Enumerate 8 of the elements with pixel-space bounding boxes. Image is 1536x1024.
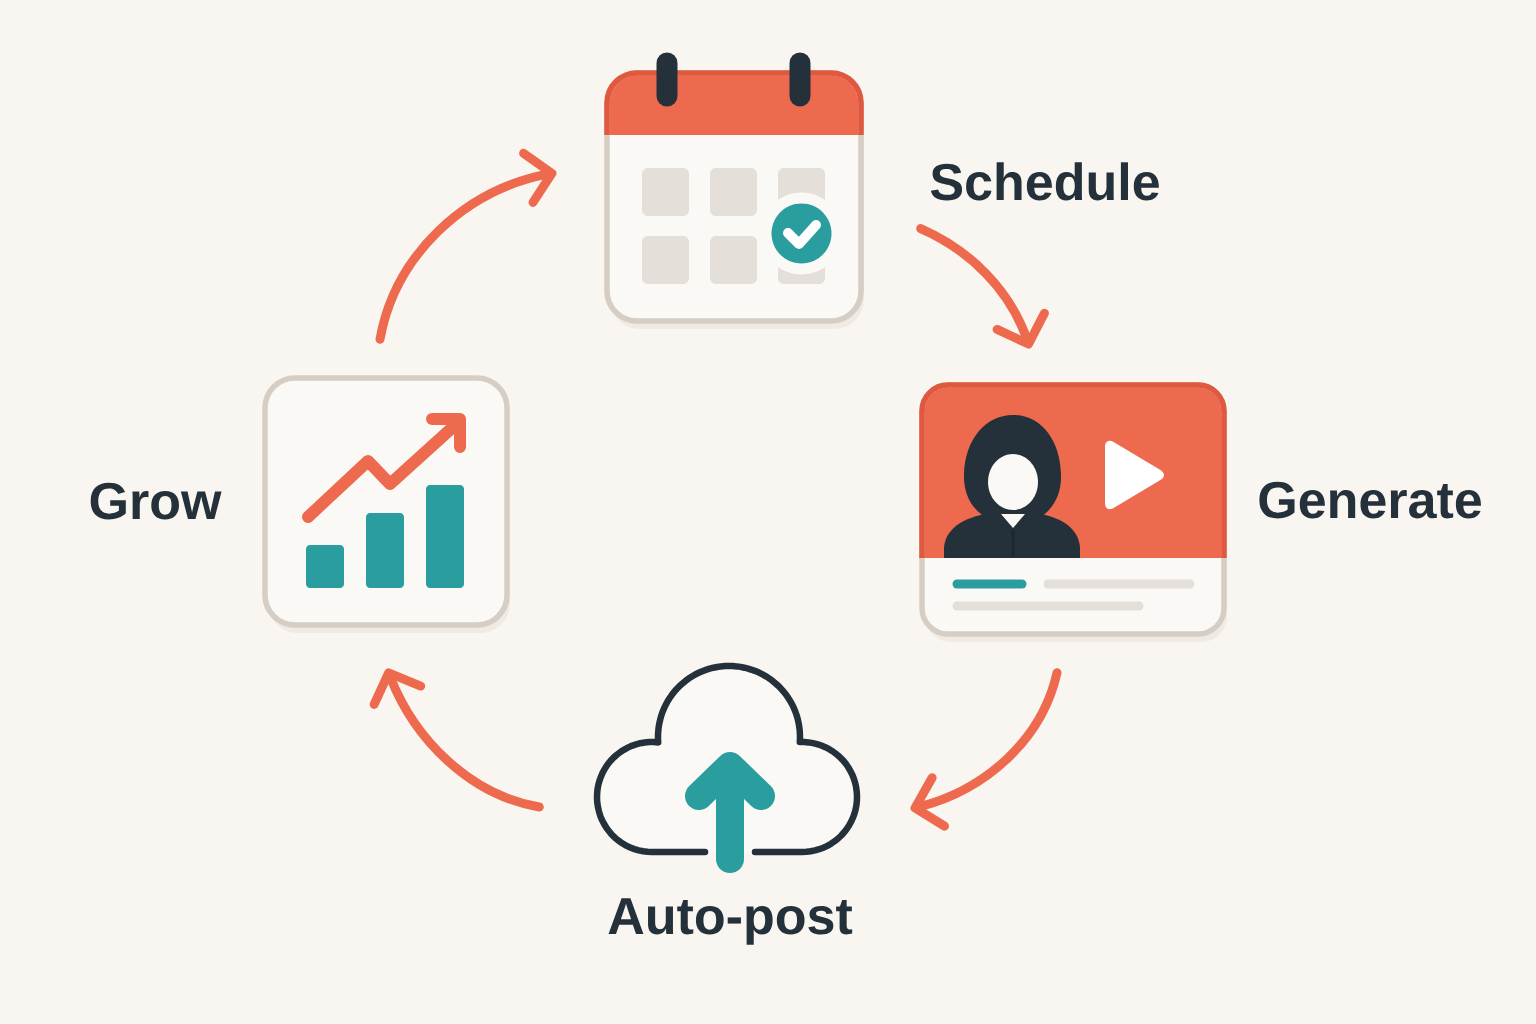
curved-arrow	[910, 668, 1062, 831]
curved-arrow	[375, 148, 557, 344]
curved-arrow	[369, 668, 544, 812]
curved-arrow	[916, 224, 1049, 349]
step-label: Grow	[90, 482, 222, 520]
step-label: Generate	[1259, 481, 1481, 519]
step-label: Schedule	[930, 162, 1159, 201]
step-label: Auto-post	[608, 898, 853, 945]
